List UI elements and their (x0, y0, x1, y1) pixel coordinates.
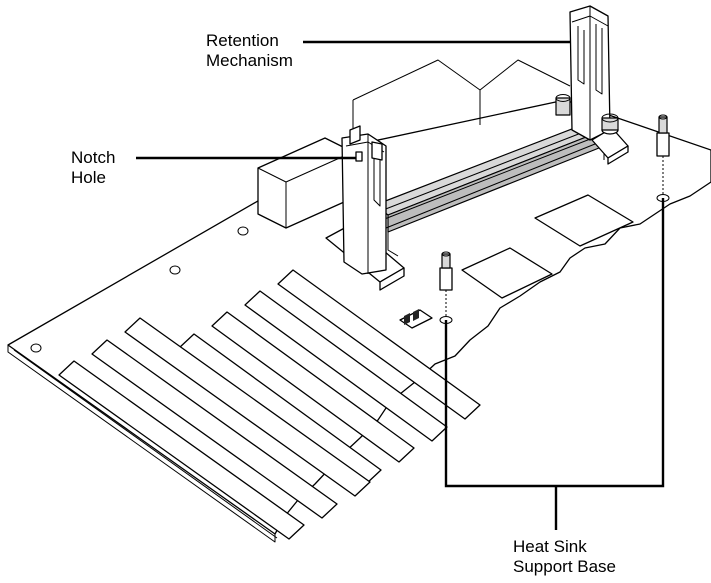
heatsink-support-base-pin-left (439, 251, 453, 324)
notch-hole-label: Notch Hole (71, 148, 116, 187)
motherboard-edge (7, 345, 276, 543)
motherboard-edge-inner (13, 349, 278, 539)
heatsink-pad-1 (534, 194, 634, 247)
retention-post-left (325, 125, 405, 291)
heat-sink-support-base-label: Heat Sink Support Base (513, 537, 617, 576)
heatsink-support-base-pin-right (656, 114, 670, 202)
heatsink-pad-2 (461, 247, 553, 299)
notch-hole (355, 151, 363, 162)
mounting-holes (30, 226, 249, 353)
heatsink-leader-line (444, 198, 665, 530)
chip-block (257, 137, 354, 229)
jumper-connector (399, 309, 433, 329)
retention-post-right (555, 5, 629, 165)
retention-mechanism-label: Retention Mechanism (206, 31, 293, 70)
expansion-slots (58, 269, 481, 540)
